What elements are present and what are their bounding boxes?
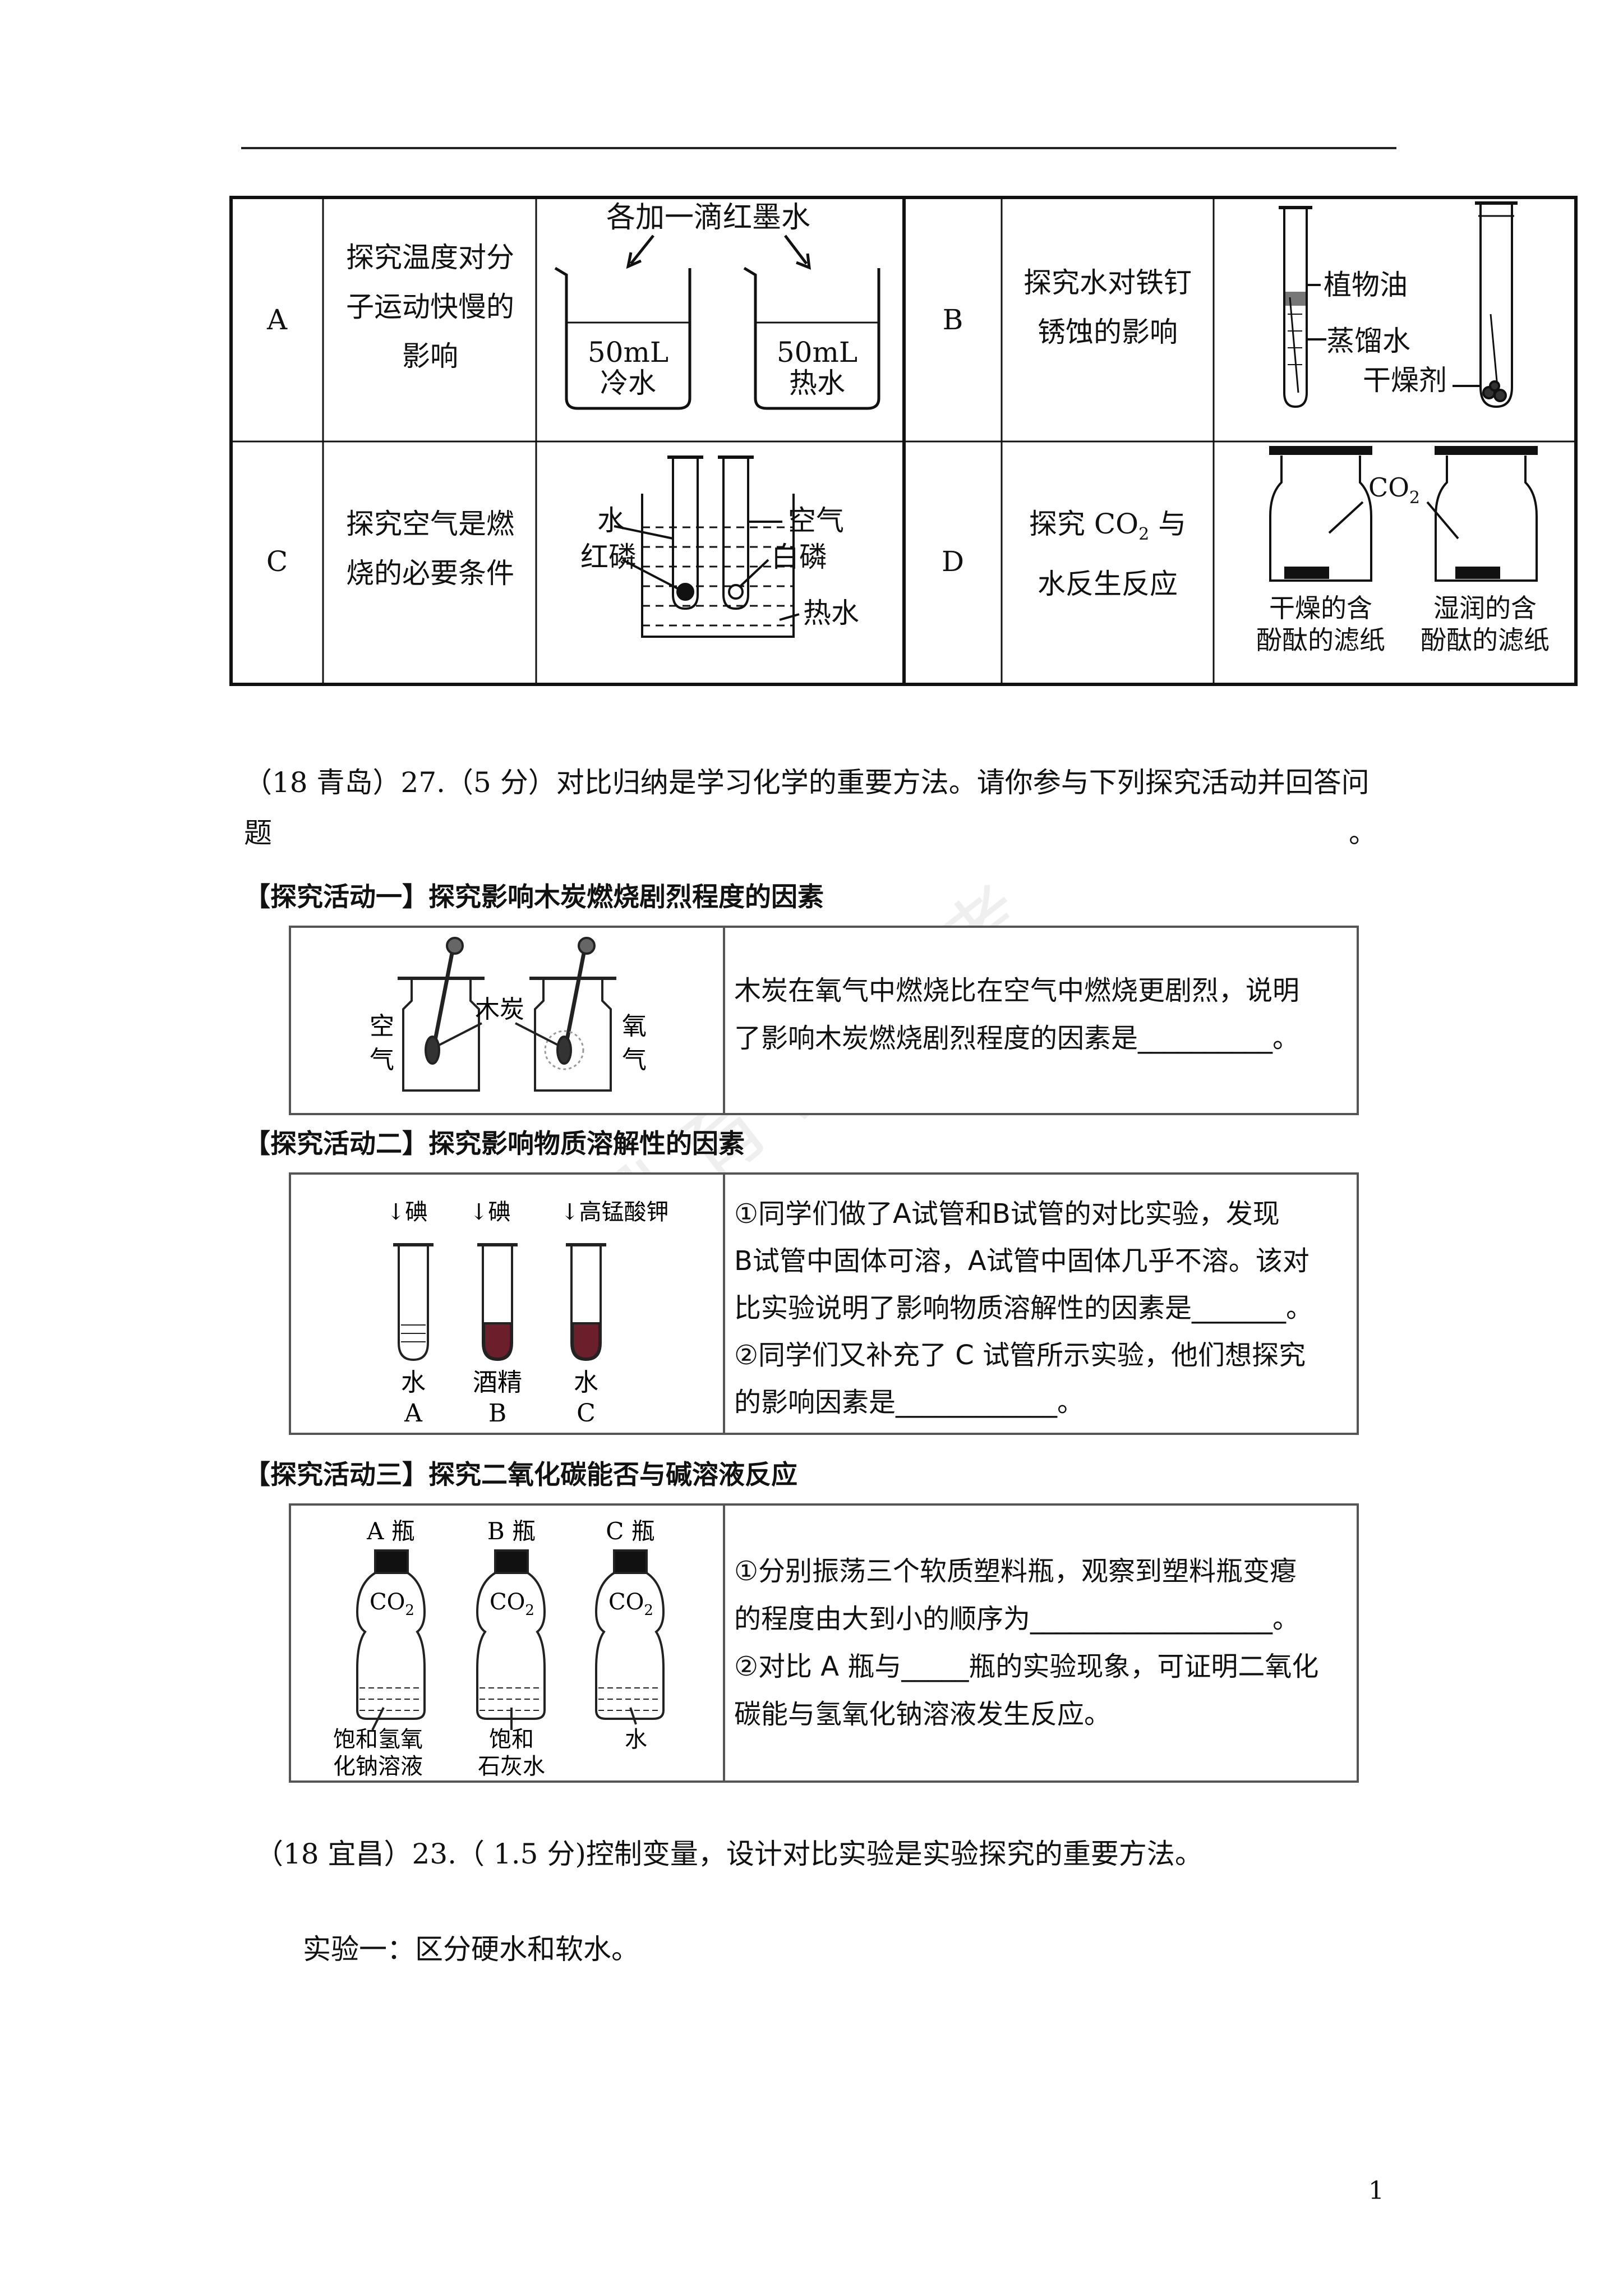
svg-text:水: 水 <box>597 504 625 537</box>
svg-text:气: 气 <box>370 1046 394 1074</box>
svg-text:B 瓶: B 瓶 <box>487 1517 536 1545</box>
activity3-line-2: 的程度由大到小的顺序为__________________。 <box>734 1603 1300 1635</box>
svg-text:A: A <box>404 1399 423 1428</box>
beaker-right <box>743 266 880 410</box>
figure-c-combustion: 水 红磷 空气 白磷 热水 <box>580 455 859 638</box>
fig-d-co2: CO2 <box>1368 472 1420 508</box>
activity2-figure: ↓碘 ↓碘 ↓高锰酸钾 水 酒精 水 A B C <box>386 1199 669 1428</box>
svg-text:饱和氢氧: 饱和氢氧 <box>333 1727 423 1752</box>
activity2-line-5: 的影响因素是____________。 <box>734 1387 1085 1418</box>
option-d-letter: D <box>941 545 965 578</box>
bottle-a <box>356 1572 426 1720</box>
bottle-d2 <box>1435 455 1538 582</box>
beaker-c <box>641 494 795 638</box>
experiment-1: 实验一：区分硬水和软水。 <box>303 1933 639 1966</box>
bottle-b <box>476 1572 546 1720</box>
svg-text:50mL: 50mL <box>777 336 857 369</box>
figure-a-beakers: 各加一滴红墨水 50mL 冷水 50mL 热水 <box>554 201 880 410</box>
svg-text:水: 水 <box>625 1727 647 1752</box>
activity1-text-2: 了影响木炭燃烧剧烈程度的因素是__________。 <box>734 1023 1300 1054</box>
activity3-line-3: ②对比 A 瓶与_____瓶的实验现象，可证明二氧化 <box>734 1651 1319 1682</box>
jar-oxygen <box>534 978 612 1092</box>
svg-text:↓碘: ↓碘 <box>386 1199 428 1225</box>
activity1-text-1: 木炭在氧气中燃烧比在空气中燃烧更剧烈，说明 <box>734 975 1300 1006</box>
activity2-box: ↓碘 ↓碘 ↓高锰酸钾 水 酒精 水 A B C ①同学们做了A试管和B试管的对… <box>289 1172 1359 1435</box>
svg-text:化钠溶液: 化钠溶液 <box>333 1754 423 1779</box>
option-a-desc: 探究温度对分子运动快慢的影响 <box>346 241 514 372</box>
svg-text:C 瓶: C 瓶 <box>606 1517 655 1545</box>
q27-line2-end: 。 <box>1349 817 1377 849</box>
tube-c2 <box>722 457 749 610</box>
activity3-line-1: ①分别振荡三个软质塑料瓶，观察到塑料瓶变瘪 <box>734 1556 1297 1587</box>
svg-text:湿润的含: 湿润的含 <box>1433 593 1537 623</box>
option-b-letter: B <box>942 303 963 336</box>
svg-text:饱和: 饱和 <box>489 1727 534 1752</box>
svg-text:热水: 热水 <box>789 367 845 399</box>
svg-text:酒精: 酒精 <box>473 1368 522 1397</box>
activity2-line-3: 比实验说明了影响物质溶解性的因素是_______。 <box>734 1292 1313 1324</box>
tube-c1 <box>672 457 699 610</box>
svg-text:气: 气 <box>622 1046 647 1074</box>
bottle-a-gas: CO2 <box>370 1589 414 1619</box>
activity3-title: 【探究活动三】探究二氧化碳能否与碱溶液反应 <box>244 1460 797 1490</box>
q27-line2-start: 题 <box>244 817 272 849</box>
svg-text:冷水: 冷水 <box>600 367 656 399</box>
activity3-line-4: 碳能与氢氧化钠溶液发生反应。 <box>734 1699 1112 1730</box>
svg-text:木炭: 木炭 <box>475 995 524 1024</box>
svg-text:C: C <box>577 1399 596 1428</box>
beaker-left <box>554 266 691 410</box>
svg-text:石灰水: 石灰水 <box>478 1754 545 1779</box>
svg-text:B: B <box>488 1399 506 1428</box>
fig-a-top-label: 各加一滴红墨水 <box>606 201 810 234</box>
svg-text:↓碘: ↓碘 <box>469 1199 511 1225</box>
svg-text:水: 水 <box>574 1368 598 1397</box>
tube-b2 <box>1479 203 1513 408</box>
svg-text:干燥剂: 干燥剂 <box>1363 364 1447 397</box>
svg-text:A 瓶: A 瓶 <box>366 1517 415 1545</box>
activity1-box: 空 气 木炭 氧 气 木炭在氧气中燃烧比在空气中燃烧更剧烈，说明 了影响木炭燃烧… <box>289 926 1359 1115</box>
q23-text: （18 宜昌）23.（ 1.5 分)控制变量，设计对比实验是实验探究的重要方法。 <box>255 1838 1203 1870</box>
activity2-line-1: ①同学们做了A试管和B试管的对比实验，发现 <box>734 1198 1280 1230</box>
tube-b1 <box>1283 208 1308 408</box>
bottle-c <box>594 1572 665 1720</box>
svg-text:空气: 空气 <box>788 504 844 537</box>
activity2-title: 【探究活动二】探究影响物质溶解性的因素 <box>244 1129 745 1159</box>
bottle-d1 <box>1269 455 1372 582</box>
svg-text:酚酞的滤纸: 酚酞的滤纸 <box>1256 625 1385 655</box>
option-b-desc: 探究水对铁钉锈蚀的影响 <box>1023 266 1192 348</box>
activity1-figure: 空 气 木炭 氧 气 <box>370 937 647 1092</box>
header-rule <box>241 147 1396 149</box>
activity3-figure: A 瓶 B 瓶 C 瓶 CO2 CO2 CO2 饱和氢氧 化钠溶液 <box>333 1517 665 1779</box>
svg-text:植物油: 植物油 <box>1324 269 1408 301</box>
svg-text:50mL: 50mL <box>588 336 668 369</box>
q27-line1: （18 青岛）27.（5 分）对比归纳是学习化学的重要方法。请你参与下列探究活动… <box>244 766 1370 799</box>
activity3-box: A 瓶 B 瓶 C 瓶 CO2 CO2 CO2 饱和氢氧 化钠溶液 <box>289 1503 1359 1783</box>
svg-text:热水: 热水 <box>803 597 859 629</box>
option-a-letter: A <box>266 303 288 336</box>
option-d-desc: 探究 CO2 与水反生反应 <box>1029 508 1187 600</box>
bottle-b-gas: CO2 <box>490 1589 534 1619</box>
svg-text:氧: 氧 <box>622 1012 647 1041</box>
svg-text:水: 水 <box>401 1368 426 1397</box>
tube-a <box>398 1245 429 1361</box>
svg-text:蒸馏水: 蒸馏水 <box>1326 325 1410 357</box>
svg-text:空: 空 <box>370 1012 394 1041</box>
page-number: 1 <box>1368 2177 1384 2205</box>
bottle-c-gas: CO2 <box>608 1589 653 1619</box>
option-c-desc: 探究空气是燃烧的必要条件 <box>346 508 514 590</box>
figure-b-test-tubes: 植物油 蒸馏水 干燥剂 <box>1279 201 1518 408</box>
svg-text:白磷: 白磷 <box>771 541 827 573</box>
svg-text:干燥的含: 干燥的含 <box>1269 593 1372 623</box>
jar-air <box>402 978 480 1092</box>
options-table: 各加一滴红墨水 50mL 冷水 50mL 热水 植 <box>229 196 1578 686</box>
svg-text:↓高锰酸钾: ↓高锰酸钾 <box>560 1199 669 1225</box>
activity2-line-4: ②同学们又补充了 C 试管所示实验，他们想探究 <box>734 1340 1306 1371</box>
svg-text:酚酞的滤纸: 酚酞的滤纸 <box>1421 625 1550 655</box>
activity2-line-2: B试管中固体可溶，A试管中固体几乎不溶。该对 <box>734 1245 1310 1277</box>
figure-d-co2-bottles: CO2 干燥的含 酚酞的滤纸 湿润的含 酚酞的滤纸 <box>1256 446 1550 655</box>
activity1-title: 【探究活动一】探究影响木炭燃烧剧烈程度的因素 <box>244 882 824 913</box>
svg-text:红磷: 红磷 <box>580 541 637 573</box>
option-c-letter: C <box>266 545 288 578</box>
